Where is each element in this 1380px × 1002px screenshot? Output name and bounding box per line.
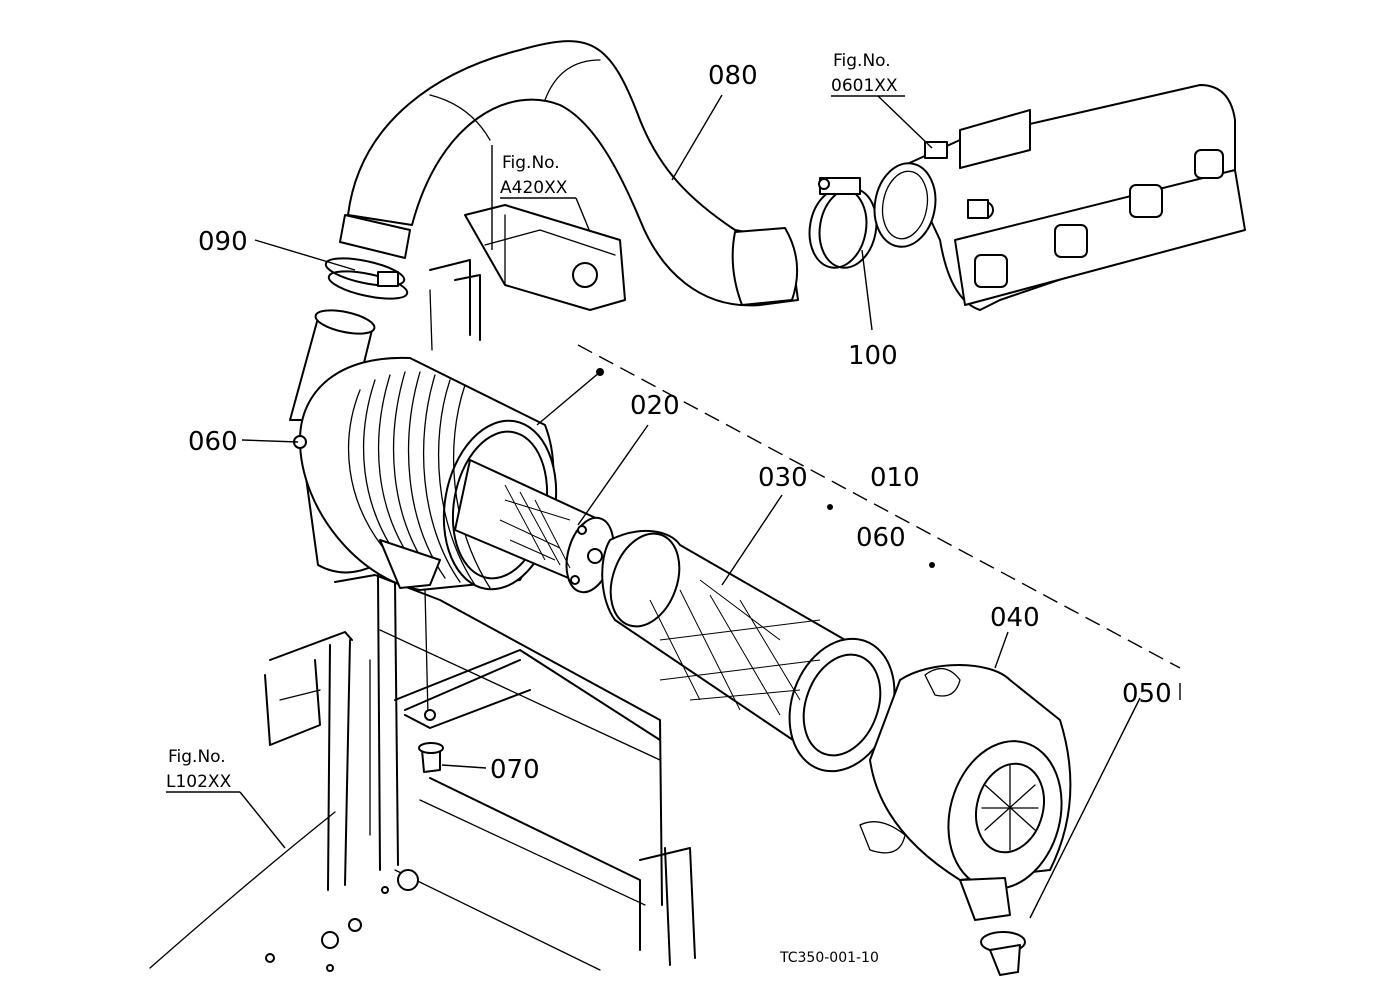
label-050: 050 bbox=[1122, 679, 1172, 709]
ref-line-dot bbox=[536, 371, 601, 426]
bolt-070 bbox=[418, 589, 444, 773]
leader-L102XX bbox=[239, 791, 286, 849]
leader-020 bbox=[577, 424, 649, 526]
manifold bbox=[873, 84, 1246, 311]
leader-100 bbox=[861, 249, 873, 331]
label-060-mid: 060 bbox=[856, 523, 906, 553]
outer-element-030 bbox=[601, 529, 896, 773]
label-070: 070 bbox=[490, 755, 540, 785]
leader-A420XX bbox=[575, 197, 591, 233]
label-060-top: 060 bbox=[188, 427, 238, 457]
ref-dot-3 bbox=[929, 562, 935, 568]
leader-090 bbox=[254, 239, 356, 271]
cover-040 bbox=[859, 664, 1072, 921]
ref-dot-2 bbox=[827, 504, 833, 510]
leader-080 bbox=[671, 94, 723, 181]
evacuator-valve-050 bbox=[980, 931, 1026, 976]
assembly-dashed-line bbox=[577, 344, 1181, 669]
label-100: 100 bbox=[848, 341, 898, 371]
fig-ref-frame-line2: L102XX bbox=[166, 772, 232, 792]
label-020: 020 bbox=[630, 391, 680, 421]
leader-030 bbox=[721, 494, 783, 586]
frame-stand bbox=[149, 574, 696, 972]
leader-050 bbox=[1029, 697, 1141, 919]
label-090: 090 bbox=[198, 227, 248, 257]
intake-hose bbox=[339, 40, 799, 307]
rear-bracket bbox=[429, 204, 626, 351]
leader-060 bbox=[241, 439, 299, 443]
label-010: 010 bbox=[870, 463, 920, 493]
fig-ref-manifold-line2: 0601XX bbox=[831, 76, 898, 96]
drawing-code: TC350-001-10 bbox=[779, 950, 879, 966]
leader-070 bbox=[441, 764, 487, 769]
leader-040 bbox=[994, 631, 1009, 669]
leader-0601XX bbox=[877, 95, 933, 149]
label-040: 040 bbox=[990, 603, 1040, 633]
fig-ref-bracket-line2: A420XX bbox=[500, 178, 568, 198]
hose-clamp-090 bbox=[324, 257, 409, 300]
hose-clamp-100 bbox=[808, 177, 878, 269]
fig-ref-frame-line1: Fig.No. bbox=[168, 747, 226, 767]
fig-ref-bracket-line1: Fig.No. bbox=[502, 153, 560, 173]
label-080: 080 bbox=[708, 61, 758, 91]
fig-ref-manifold-line1: Fig.No. bbox=[833, 51, 891, 71]
label-030: 030 bbox=[758, 463, 808, 493]
